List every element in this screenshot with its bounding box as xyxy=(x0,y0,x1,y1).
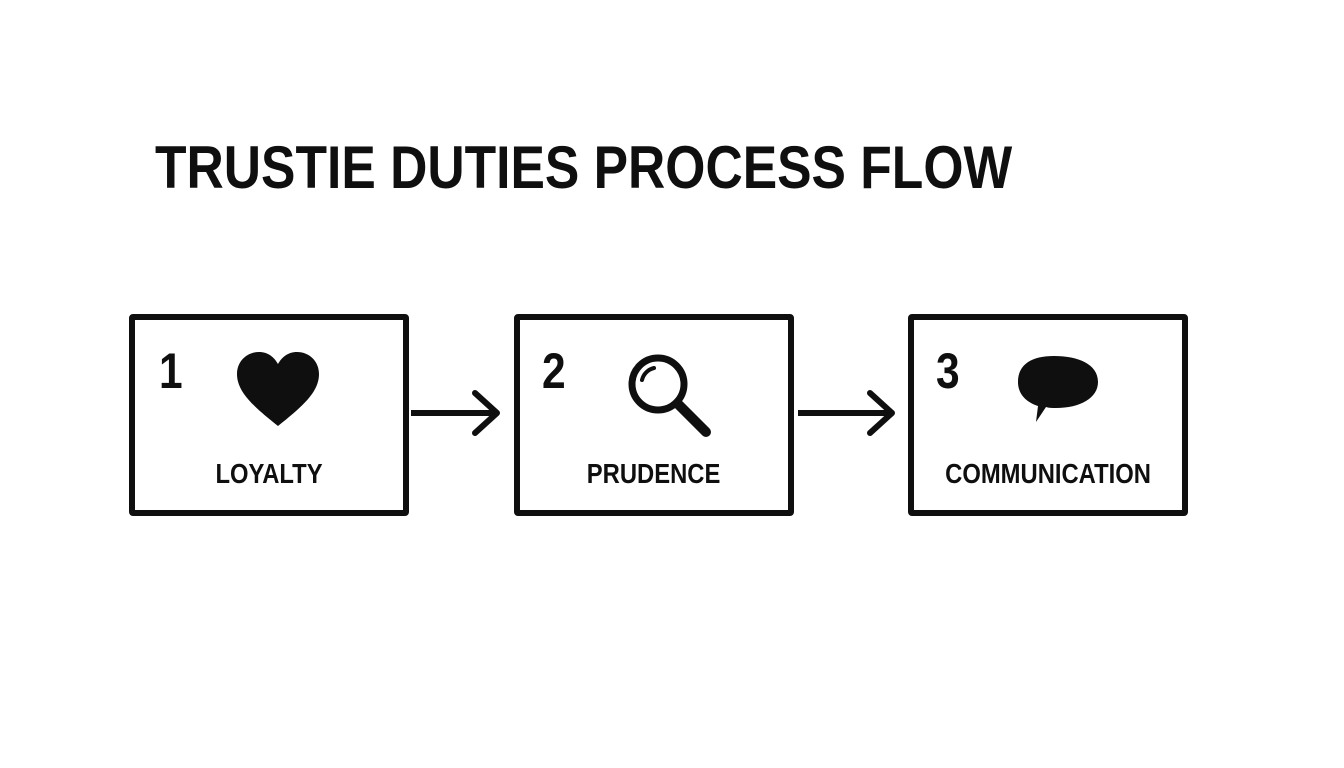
diagram-title: TRUSTIE DUTIES PROCESS FLOW xyxy=(155,134,1013,201)
speech-bubble-icon xyxy=(1012,350,1102,435)
step-number: 3 xyxy=(936,343,960,399)
step-box-communication: 3 COMMUNICATION xyxy=(908,314,1188,516)
step-box-loyalty: 1 LOYALTY xyxy=(129,314,409,516)
arrow-icon xyxy=(795,388,898,445)
heart-icon xyxy=(233,350,323,435)
step-label: LOYALTY xyxy=(215,458,323,489)
step-label: COMMUNICATION xyxy=(945,458,1151,489)
magnifying-glass-icon xyxy=(622,350,714,447)
step-number: 1 xyxy=(159,343,183,399)
arrow-icon xyxy=(408,388,503,445)
step-number: 2 xyxy=(542,343,566,399)
step-box-prudence: 2 PRUDENCE xyxy=(514,314,794,516)
step-label: PRUDENCE xyxy=(587,458,721,489)
